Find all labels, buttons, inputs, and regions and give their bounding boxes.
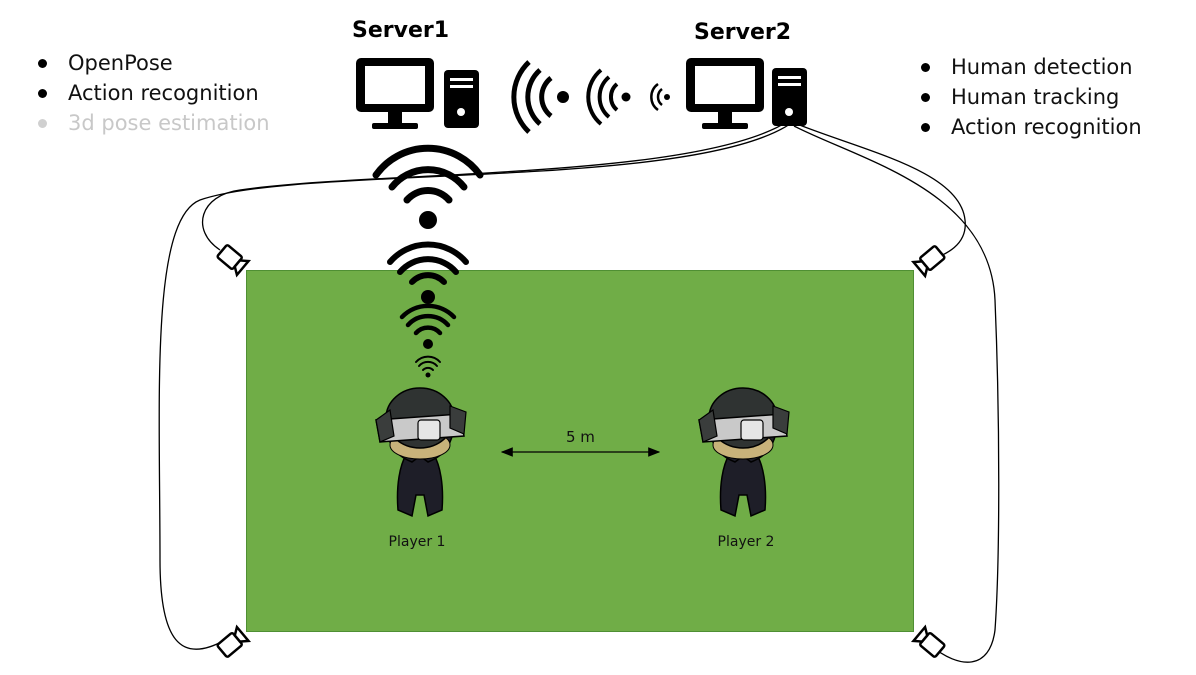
player1-label: Player 1 [388,534,446,550]
camera-icon-top-right [910,245,946,279]
camera-icon-top-left [216,244,252,278]
server1-task-openpose: OpenPose [36,48,270,78]
player2-label: Player 2 [717,534,775,550]
server2-title: Server2 [694,20,792,45]
wifi-icon-large [372,144,484,229]
server1-task-list: OpenPose Action recognition 3d pose esti… [36,48,270,138]
distance-label: 5 m [566,428,595,446]
server1-computer-icon [356,58,479,129]
wifi-icon-tiny [415,355,441,378]
server1-task-3d-pose-estimation: 3d pose estimation [36,108,270,138]
server2-task-list: Human detection Human tracking Action re… [919,52,1142,142]
server1-task-action-recognition: Action recognition [36,78,270,108]
server1-title: Server1 [352,18,450,43]
camera-icon-bottom-right [910,624,946,658]
server-link-wifi-icon [511,60,670,134]
wifi-icon-small [399,303,457,349]
server2-task-action-recognition: Action recognition [919,112,1142,142]
server2-task-human-tracking: Human tracking [919,82,1142,112]
player2-vr-figure-icon [698,387,790,518]
camera-cables [158,119,1000,663]
wifi-icon-medium [387,241,469,304]
player1-vr-figure-icon [375,387,467,518]
server2-computer-icon [686,58,807,129]
camera-icon-bottom-left [216,624,252,658]
server2-task-human-detection: Human detection [919,52,1142,82]
